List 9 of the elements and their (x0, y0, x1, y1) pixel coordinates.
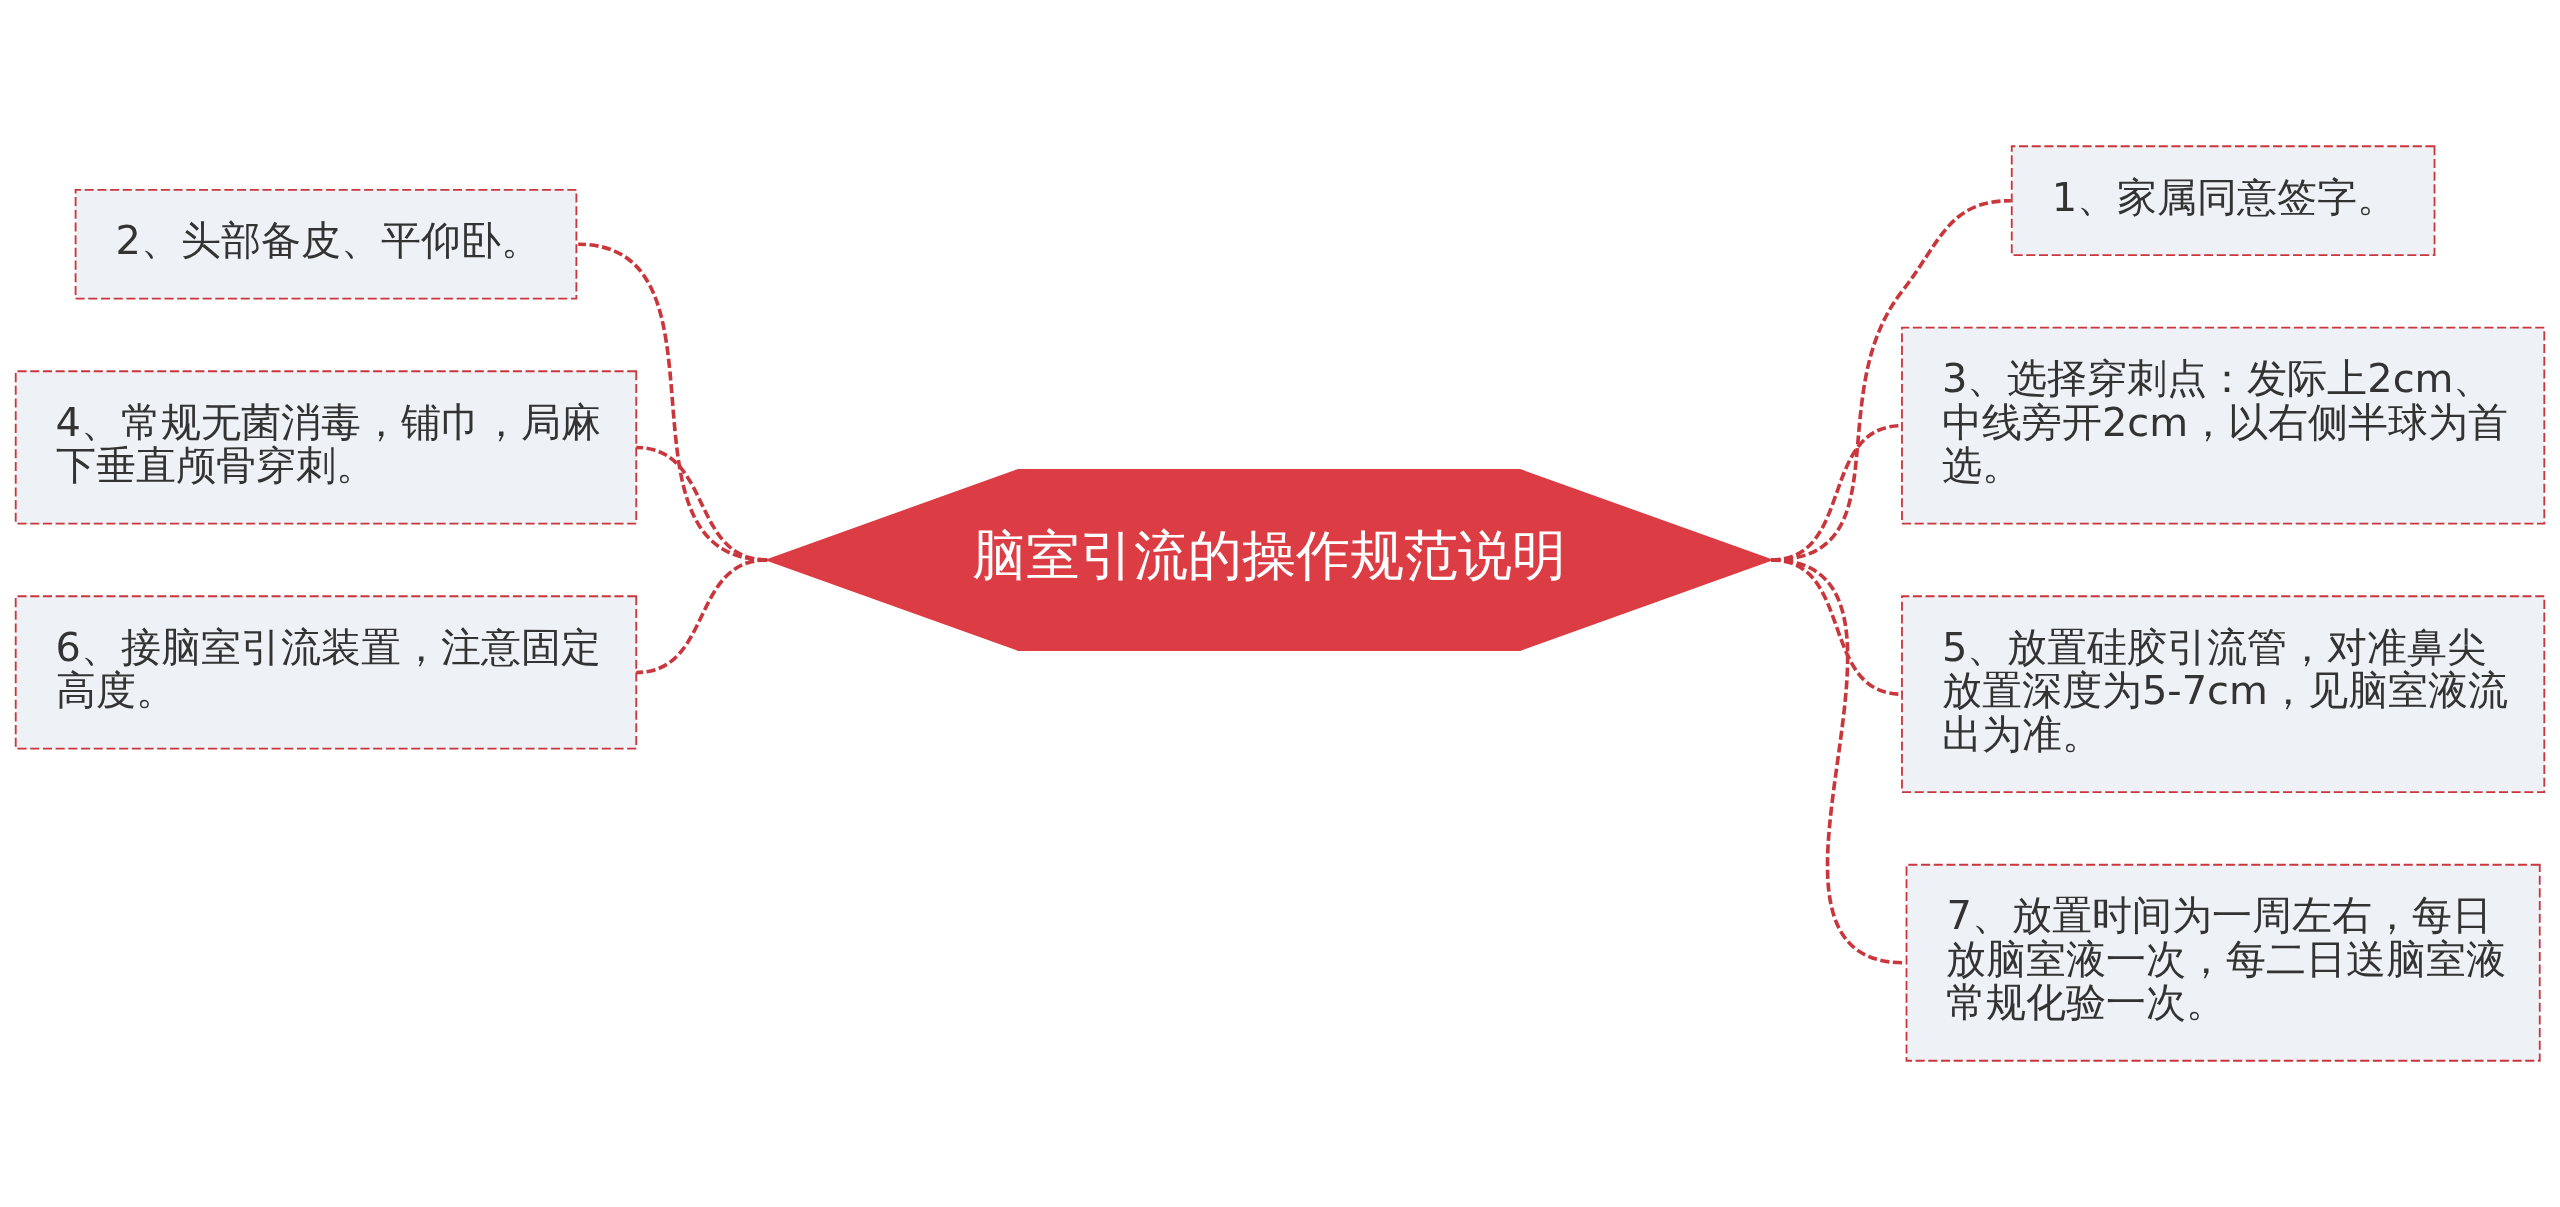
node-box: 6、接脑室引流装置，注意固定高度。 (14, 595, 638, 750)
connector (636, 558, 768, 675)
node-box: 7、放置时间为一周左右，每日放脑室液一次，每二日送脑室液常规化验一次。 (1905, 863, 2541, 1062)
node-box: 4、常规无菌消毒，铺巾，局麻下垂直颅骨穿刺。 (14, 370, 638, 525)
node-box: 3、选择穿刺点：发际上2cm、中线旁开2cm，以右侧半球为首选。 (1901, 326, 2546, 525)
node-box: 1、家属同意签字。 (2010, 145, 2436, 257)
node-box: 2、头部备皮、平仰卧。 (74, 188, 578, 300)
connector (1770, 558, 1905, 965)
node-box: 5、放置硅胶引流管，对准鼻尖放置深度为5-7cm，见脑室液流出为准。 (1901, 595, 2546, 794)
